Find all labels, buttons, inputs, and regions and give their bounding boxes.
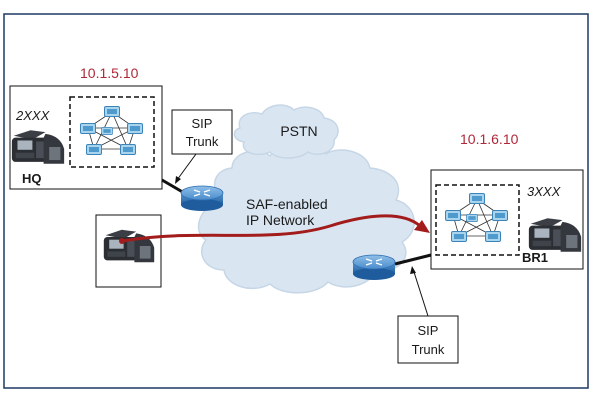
br1-site: 3XXX BR1 xyxy=(430,169,584,270)
sip-trunk-bottom-label-line1: SIP xyxy=(418,323,439,338)
sip-trunk-top-label-line1: SIP xyxy=(192,116,213,131)
call-manager-cluster-icon xyxy=(445,193,508,242)
cloud-icon xyxy=(197,104,415,294)
call-path-arrow xyxy=(119,214,430,244)
hq-cluster-box xyxy=(69,96,155,168)
sip-trunk-bottom-callout: SIP Trunk xyxy=(397,266,459,364)
br1-extension-label: 3XXX xyxy=(527,184,562,199)
hq-extension-label: 2XXX xyxy=(15,108,51,123)
br1-ip-label: 10.1.6.10 xyxy=(460,131,519,147)
br1-link xyxy=(394,253,432,266)
hq-site: 2XXX HQ xyxy=(9,85,163,190)
pstn-label: PSTN xyxy=(280,123,317,139)
br1-site-label: BR1 xyxy=(522,250,548,265)
network-label-line2: IP Network xyxy=(246,212,315,228)
sip-trunk-bottom-label-line2: Trunk xyxy=(412,342,445,357)
router-icon xyxy=(180,185,224,211)
call-manager-cluster-icon xyxy=(80,106,143,155)
sip-trunk-top-label-line2: Trunk xyxy=(186,134,219,149)
router-icon xyxy=(352,254,396,280)
network-label-line1: SAF-enabled xyxy=(246,196,328,212)
hq-ip-label: 10.1.5.10 xyxy=(80,65,139,81)
sip-trunk-top-callout: SIP Trunk xyxy=(171,109,233,184)
br1-cluster-box xyxy=(435,184,520,256)
remote-phone xyxy=(95,214,162,288)
hq-site-label: HQ xyxy=(22,171,42,186)
